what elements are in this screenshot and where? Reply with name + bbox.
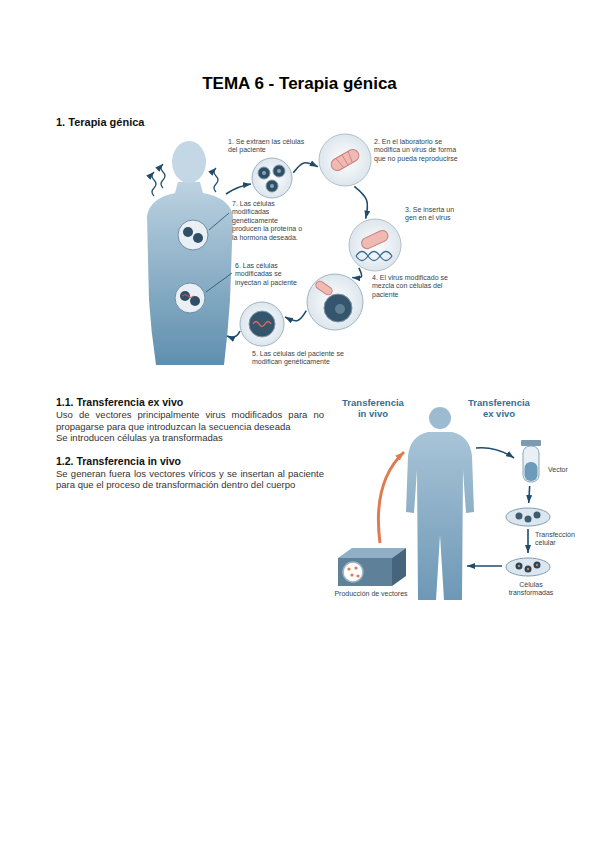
paragraph: Uso de vectores principalmente virus mod…: [56, 409, 324, 432]
body-cells: [175, 283, 205, 313]
step-caption: 6. Las células modificadas se inyectan a…: [235, 262, 297, 287]
gene-dot: [527, 568, 529, 570]
vector-dot: [347, 567, 350, 570]
ex-vivo-arrow: [476, 448, 514, 458]
step-circle: [349, 219, 401, 271]
cell: [324, 294, 352, 322]
dna-strand: [253, 322, 271, 327]
tube: [523, 446, 539, 482]
node-caption: Producción de vectores: [331, 590, 411, 598]
tube-cap: [521, 440, 541, 446]
nucleus: [335, 304, 345, 314]
flow-arrow: [285, 311, 306, 321]
leader-line: [209, 213, 229, 230]
diagram-heading: Transferencia ex vivo: [466, 397, 532, 419]
step-circle: 4. El virus modificado se mezcla con cél…: [307, 274, 363, 330]
node-caption: 1. Se extraen las células del paciente: [228, 138, 308, 155]
step-caption: 7. Las células modificadas genéticamente…: [232, 200, 304, 242]
flow-arrow: [293, 163, 317, 173]
diagram-heading: Transferencia in vivo: [340, 397, 406, 419]
page-title: TEMA 6 - Terapia génica: [0, 74, 599, 94]
cell: [534, 562, 541, 569]
dna-helix: [356, 252, 392, 261]
paragraph: Se introducen células ya transformadas: [56, 432, 324, 444]
gene-dot: [518, 565, 520, 567]
cell: [525, 516, 532, 523]
hormone-arrow: [161, 164, 165, 188]
flow-arrow: [354, 186, 367, 218]
dna-helix: [356, 252, 392, 261]
subsection-heading: 1.1. Transferencia ex vivo: [56, 396, 324, 409]
bioreactor-front: [338, 558, 392, 586]
step-circle: 3. Se inserta un gen en el virus: [349, 219, 401, 271]
patient-silhouette: [406, 432, 474, 600]
flow-arrow: [352, 268, 361, 278]
leader-line: [206, 273, 232, 292]
step-circle: [319, 134, 371, 186]
node-caption: 4. El virus modificado se mezcla con cél…: [372, 274, 460, 299]
nucleus: [262, 171, 266, 175]
vector-tube: Vector: [518, 440, 544, 484]
cell: [249, 311, 275, 337]
section-heading: 1. Terapia génica: [56, 116, 276, 128]
cell: [516, 563, 523, 570]
body-cells: [178, 220, 208, 250]
vector-production: Producción de vectores: [335, 545, 407, 587]
nucleus: [270, 184, 274, 188]
patient-head: [429, 407, 451, 429]
gene-dot: [536, 564, 538, 566]
petri-dish: Transfección celular: [505, 505, 551, 527]
flow-arrow: [227, 331, 240, 337]
virus: [314, 280, 333, 297]
step-circle: 1. Se extraen las células del paciente: [252, 158, 292, 198]
petri-dish: [506, 558, 550, 576]
cell: [193, 233, 203, 243]
node-caption: Vector: [548, 466, 588, 474]
tube-liquid: [525, 462, 538, 481]
petri-dish: [506, 508, 550, 526]
dna-strand: [182, 295, 194, 298]
cell: [273, 165, 285, 177]
flow-arrow: [527, 529, 529, 553]
bioreactor-side: [392, 548, 406, 586]
node-caption: Transfección celular: [535, 531, 587, 548]
cell: [258, 167, 270, 179]
ex-vivo-arrow: [467, 565, 502, 567]
hormone-arrow: [214, 168, 218, 192]
cell: [516, 513, 523, 520]
step-circle: [307, 274, 363, 330]
virus: [329, 147, 361, 172]
petri-dish: Células transformadas: [505, 555, 551, 577]
flow-arrow: [528, 486, 531, 503]
virus: [360, 229, 390, 251]
magnifier: [343, 562, 363, 582]
paragraph: Se generan fuera los vectores víricos y …: [56, 468, 324, 491]
node-caption: 2. En el laboratorio se modifica un viru…: [374, 138, 462, 163]
node-caption: 3. Se inserta un gen en el virus: [405, 206, 457, 223]
node-caption: 5. Las células del paciente se modifican…: [252, 350, 372, 367]
virus-stripe: [336, 151, 354, 168]
in-vivo-arrow: [378, 452, 404, 543]
vector-dot: [356, 574, 359, 577]
patient-silhouette: [147, 182, 233, 365]
subsection-heading: 1.2. Transferencia in vivo: [56, 455, 324, 468]
nucleus: [277, 169, 281, 173]
step-circle: 5. Las células del paciente se modifican…: [240, 302, 284, 346]
step-circle: [252, 158, 292, 198]
flow-arrow: [226, 184, 251, 194]
cell: [266, 180, 278, 192]
step-circle: 2. En el laboratorio se modifica un viru…: [319, 134, 371, 186]
vector-dot: [354, 566, 357, 569]
vector-dot: [350, 573, 353, 576]
hormone-arrow: [152, 172, 156, 196]
text-column: 1.1. Transferencia ex vivoUso de vectore…: [56, 396, 324, 491]
step-circle: [240, 302, 284, 346]
cell: [534, 512, 541, 519]
cell: [183, 227, 193, 237]
node-caption: Células transformadas: [498, 581, 564, 598]
cell: [525, 566, 532, 573]
patient-head: [172, 141, 206, 183]
